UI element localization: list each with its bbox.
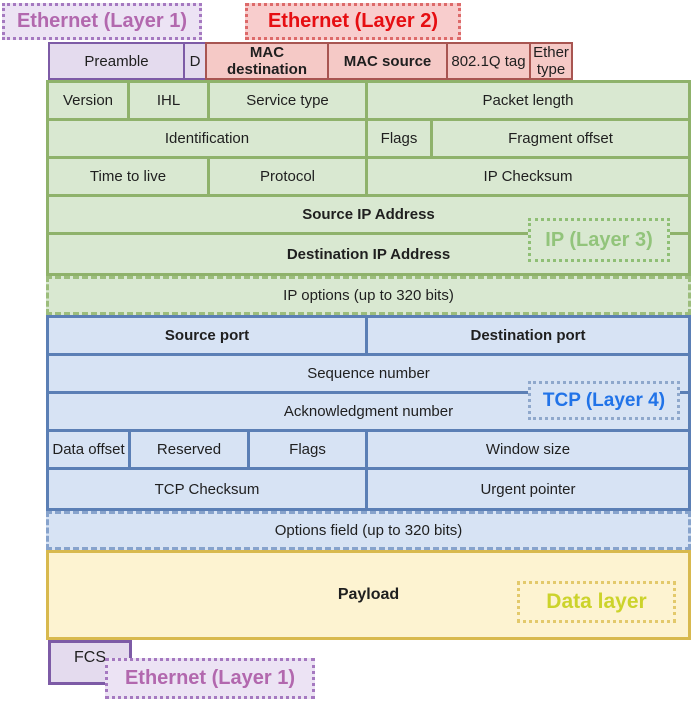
field-ip-checksum: IP Checksum bbox=[483, 168, 573, 185]
label-ethernet-layer1-top: Ethernet (Layer 1) bbox=[2, 3, 202, 40]
tcp-row-2: Sequence number bbox=[49, 356, 688, 394]
field-reserved: Reserved bbox=[131, 432, 250, 467]
field-source-port: Source port bbox=[49, 318, 368, 353]
ip-row-2: Identification Flags Fragment offset bbox=[49, 121, 688, 159]
field-tcp-flags: Flags bbox=[250, 432, 368, 467]
field-destination-ip-address: Destination IP Address bbox=[286, 245, 451, 263]
field-preamble: Preamble bbox=[48, 42, 185, 80]
tcp-row-3: Acknowledgment number bbox=[49, 394, 688, 432]
field-ip-options: IP options (up to 320 bits) bbox=[46, 276, 691, 315]
field-version: Version bbox=[49, 83, 130, 118]
field-identification: Identification bbox=[49, 121, 368, 156]
field-tcp-options: Options field (up to 320 bits) bbox=[46, 511, 691, 550]
field-time-to-live: Time to live bbox=[49, 159, 210, 194]
field-protocol: Protocol bbox=[210, 159, 368, 194]
label-ethernet-layer1-bottom: Ethernet (Layer 1) bbox=[105, 658, 315, 699]
field-fragment-offset: Fragment offset bbox=[508, 130, 613, 147]
field-sequence-number: Sequence number bbox=[307, 365, 430, 382]
field-mac-source: MAC source bbox=[327, 42, 448, 80]
tcp-row-5: TCP Checksum Urgent pointer bbox=[49, 470, 688, 508]
fcs-text: FCS bbox=[74, 649, 106, 666]
field-acknowledgment-number: Acknowledgment number bbox=[283, 403, 454, 420]
tcp-row-4: Data offset Reserved Flags Window size bbox=[49, 432, 688, 470]
field-tcp-checksum: TCP Checksum bbox=[49, 470, 368, 508]
label-data-layer: Data layer bbox=[517, 581, 676, 623]
field-destination-port: Destination port bbox=[470, 327, 586, 344]
field-ether-type: Ether type bbox=[529, 42, 573, 80]
ip-header-section: Version IHL Service type Packet length I… bbox=[46, 80, 691, 276]
field-source-ip-address: Source IP Address bbox=[302, 206, 435, 223]
tcp-row-1: Source port Destination port bbox=[49, 318, 688, 356]
field-ihl: IHL bbox=[130, 83, 210, 118]
field-urgent-pointer: Urgent pointer bbox=[480, 480, 576, 498]
field-8021q-tag: 802.1Q tag bbox=[446, 42, 531, 80]
ip-row-4: Source IP Address bbox=[49, 197, 688, 235]
payload-text: Payload bbox=[337, 586, 400, 603]
field-ip-flags: Flags bbox=[368, 121, 433, 156]
ip-row-5: Destination IP Address bbox=[49, 235, 688, 273]
field-mac-destination: MAC destination bbox=[205, 42, 329, 80]
ip-row-3: Time to live Protocol IP Checksum bbox=[49, 159, 688, 197]
field-sfd: D bbox=[183, 42, 207, 80]
field-window-size: Window size bbox=[485, 441, 571, 458]
field-service-type: Service type bbox=[210, 83, 368, 118]
label-ethernet-layer2: Ethernet (Layer 2) bbox=[245, 3, 461, 40]
field-packet-length: Packet length bbox=[482, 92, 574, 109]
label-tcp-layer4: TCP (Layer 4) bbox=[528, 381, 680, 420]
ethernet-header-row: Preamble D MAC destination MAC source 80… bbox=[48, 42, 573, 80]
field-data-offset: Data offset bbox=[49, 432, 131, 467]
label-ip-layer3: IP (Layer 3) bbox=[528, 218, 670, 262]
ip-row-1: Version IHL Service type Packet length bbox=[49, 83, 688, 121]
